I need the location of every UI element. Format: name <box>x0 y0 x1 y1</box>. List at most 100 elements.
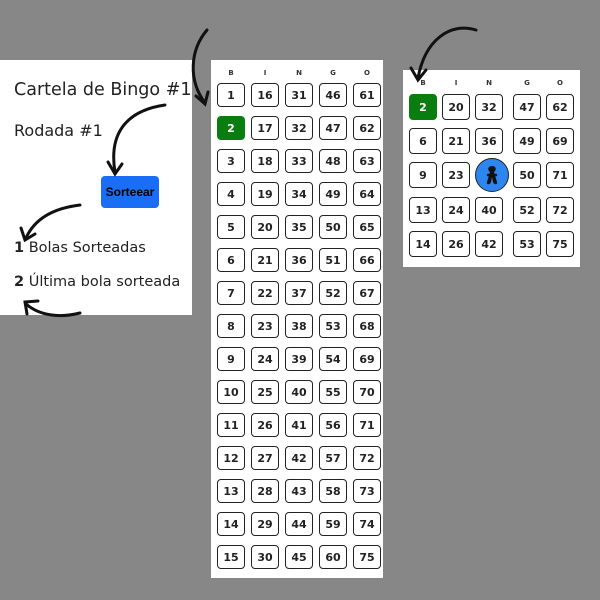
master-cell: 64 <box>353 182 381 206</box>
master-cell: 9 <box>217 347 245 371</box>
card-cell[interactable]: 52 <box>513 197 541 223</box>
arrow-to-master-board <box>191 28 209 105</box>
card-cell[interactable]: 49 <box>513 128 541 154</box>
master-cell: 36 <box>285 248 313 272</box>
master-cell: 45 <box>285 545 313 569</box>
master-cell: 54 <box>319 347 347 371</box>
card-cell[interactable]: 36 <box>475 128 503 154</box>
card-cell[interactable]: 2 <box>409 94 437 120</box>
master-cell: 6 <box>217 248 245 272</box>
draw-button[interactable]: Sorteear <box>101 176 159 208</box>
master-cell: 37 <box>285 281 313 305</box>
last-ball-line: 2 Última bola sorteada <box>14 274 180 290</box>
card-cell[interactable]: 21 <box>442 128 470 154</box>
master-cell: 30 <box>251 545 279 569</box>
last-ball-number: 2 <box>14 274 25 290</box>
master-cell: 72 <box>353 446 381 470</box>
card-cell[interactable]: 6 <box>409 128 437 154</box>
card-cell[interactable]: 32 <box>475 94 503 120</box>
card-cell[interactable]: 53 <box>513 231 541 257</box>
master-header-o: O <box>364 69 370 77</box>
master-cell: 60 <box>319 545 347 569</box>
card-cell[interactable]: 20 <box>442 94 470 120</box>
master-cell: 7 <box>217 281 245 305</box>
master-cell: 65 <box>353 215 381 239</box>
master-cell: 68 <box>353 314 381 338</box>
master-cell: 15 <box>217 545 245 569</box>
master-cell: 44 <box>285 512 313 536</box>
master-cell: 59 <box>319 512 347 536</box>
card-header-i: I <box>454 79 458 87</box>
card-header-n: N <box>486 79 492 87</box>
master-cell: 74 <box>353 512 381 536</box>
master-cell: 4 <box>217 182 245 206</box>
master-cell: 56 <box>319 413 347 437</box>
drawn-count: 1 <box>14 240 25 256</box>
master-cell: 73 <box>353 479 381 503</box>
master-cell: 16 <box>251 83 279 107</box>
master-cell: 22 <box>251 281 279 305</box>
drawn-count-label: Bolas Sorteadas <box>24 240 146 256</box>
master-cell: 27 <box>251 446 279 470</box>
master-cell: 34 <box>285 182 313 206</box>
master-cell: 35 <box>285 215 313 239</box>
round-label: Rodada #1 <box>14 121 103 140</box>
free-space-cell[interactable] <box>475 158 509 192</box>
master-cell: 38 <box>285 314 313 338</box>
master-cell: 58 <box>319 479 347 503</box>
card-cell[interactable]: 40 <box>475 197 503 223</box>
master-cell: 17 <box>251 116 279 140</box>
master-cell: 52 <box>319 281 347 305</box>
master-cell: 40 <box>285 380 313 404</box>
master-cell: 1 <box>217 83 245 107</box>
master-cell: 3 <box>217 149 245 173</box>
master-cell: 10 <box>217 380 245 404</box>
card-cell[interactable]: 75 <box>546 231 574 257</box>
card-cell[interactable]: 13 <box>409 197 437 223</box>
master-cell: 75 <box>353 545 381 569</box>
card-cell[interactable]: 71 <box>546 162 574 188</box>
master-cell: 25 <box>251 380 279 404</box>
card-header-g: G <box>524 79 530 87</box>
master-cell: 18 <box>251 149 279 173</box>
master-cell: 42 <box>285 446 313 470</box>
card-cell[interactable]: 24 <box>442 197 470 223</box>
master-cell: 33 <box>285 149 313 173</box>
master-cell: 13 <box>217 479 245 503</box>
card-cell[interactable]: 47 <box>513 94 541 120</box>
master-cell: 11 <box>217 413 245 437</box>
card-cell[interactable]: 26 <box>442 231 470 257</box>
master-cell: 14 <box>217 512 245 536</box>
master-cell: 62 <box>353 116 381 140</box>
arrow-to-master-board-head <box>194 90 210 107</box>
card-cell[interactable]: 72 <box>546 197 574 223</box>
master-cell: 39 <box>285 347 313 371</box>
master-cell: 43 <box>285 479 313 503</box>
master-cell: 8 <box>217 314 245 338</box>
master-header-b: B <box>228 69 234 77</box>
card-cell[interactable]: 42 <box>475 231 503 257</box>
card-header-b: B <box>420 79 426 87</box>
master-cell: 31 <box>285 83 313 107</box>
card-header-o: O <box>557 79 563 87</box>
master-cell: 29 <box>251 512 279 536</box>
master-header-i: I <box>263 69 267 77</box>
card-cell[interactable]: 62 <box>546 94 574 120</box>
master-cell: 24 <box>251 347 279 371</box>
card-cell[interactable]: 9 <box>409 162 437 188</box>
last-ball-label: Última bola sorteada <box>24 274 181 290</box>
master-cell: 48 <box>319 149 347 173</box>
master-cell: 53 <box>319 314 347 338</box>
drawn-count-line: 1 Bolas Sorteadas <box>14 240 146 256</box>
master-cell: 23 <box>251 314 279 338</box>
info-panel: Cartela de Bingo #1 Rodada #1 Sorteear 1… <box>0 60 192 315</box>
card-cell[interactable]: 69 <box>546 128 574 154</box>
master-cell: 21 <box>251 248 279 272</box>
master-cell: 66 <box>353 248 381 272</box>
card-cell[interactable]: 50 <box>513 162 541 188</box>
card-cell[interactable]: 14 <box>409 231 437 257</box>
master-cell: 50 <box>319 215 347 239</box>
card-cell[interactable]: 23 <box>442 162 470 188</box>
